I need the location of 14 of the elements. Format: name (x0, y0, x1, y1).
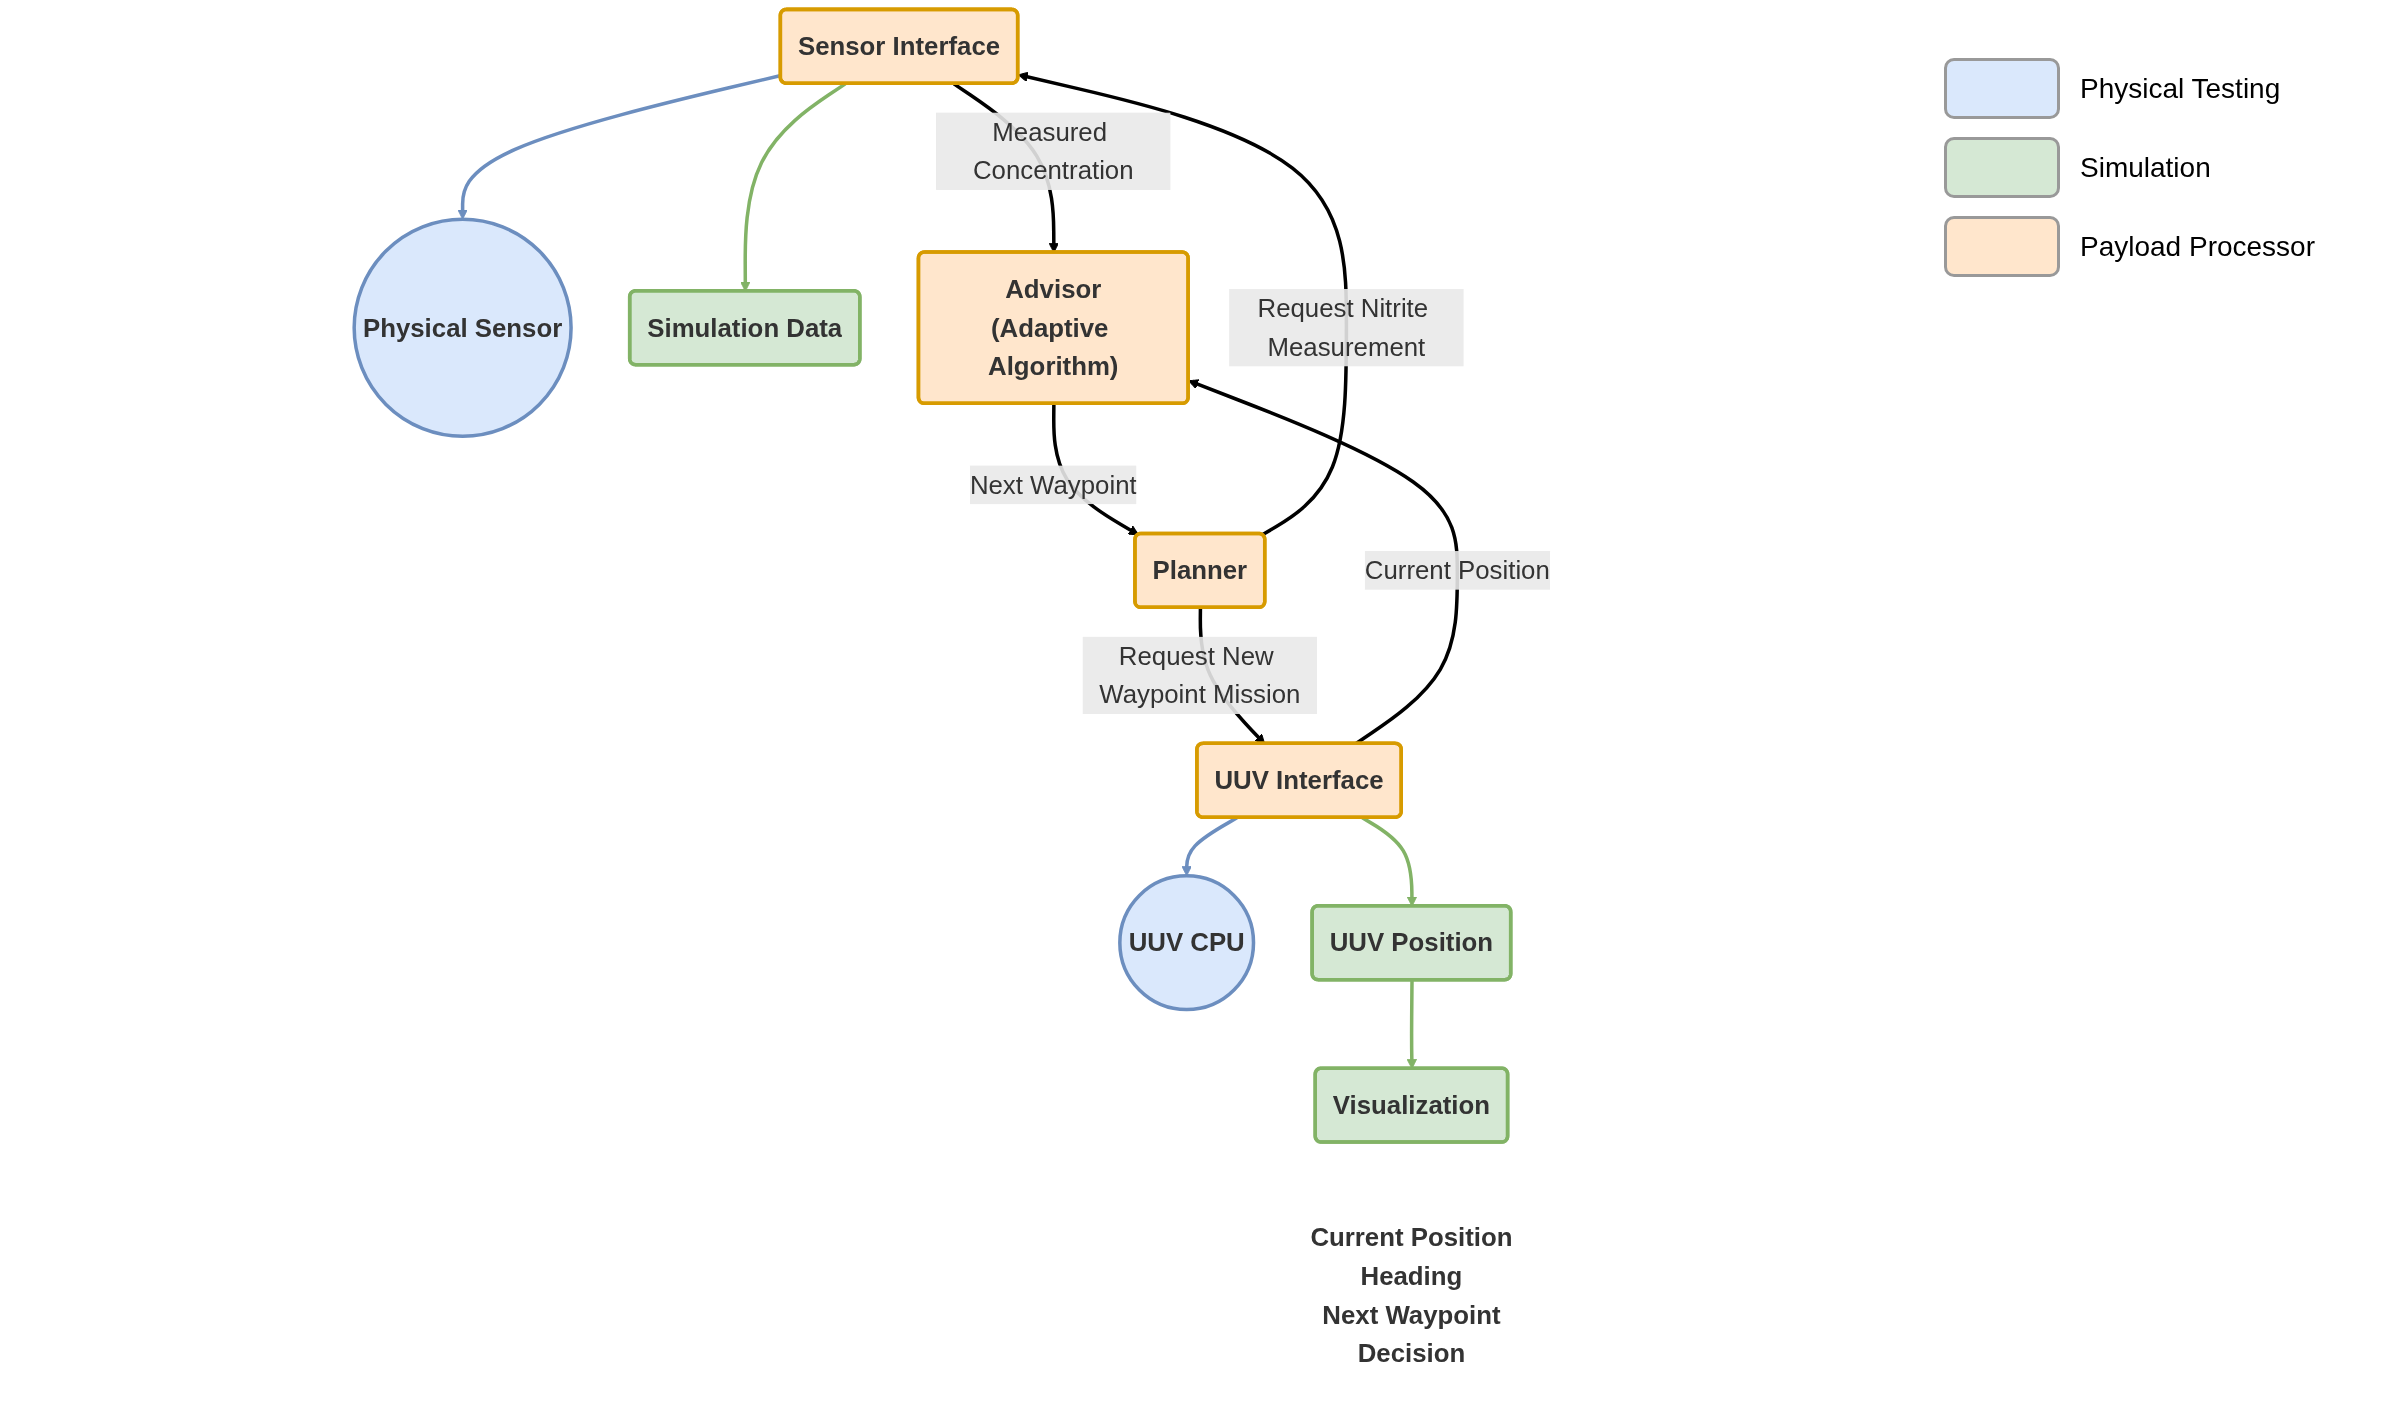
node-label: Current Position (1310, 1222, 1513, 1253)
edge-label: Measured Concentration (972, 117, 1134, 186)
edge-label: Request Nitrite Measurement (1257, 293, 1429, 362)
legend-label: Physical Testing (2080, 72, 2281, 105)
node-label: Next Waypoint (1322, 1300, 1501, 1330)
node-circle: UUV CPU (1118, 874, 1256, 1012)
edge-label: Request New Waypoint Mission (1099, 641, 1301, 710)
edge-label: Next Waypoint (969, 470, 1137, 500)
node-label: Heading (1360, 1261, 1463, 1291)
node-label: Decision (1357, 1339, 1466, 1369)
edge-label: Current Position (1364, 555, 1550, 586)
node-circle: Physical Sensor (352, 217, 573, 438)
legend-label: Payload Processor (2080, 230, 2315, 263)
legend-label: Simulation (2080, 151, 2211, 184)
